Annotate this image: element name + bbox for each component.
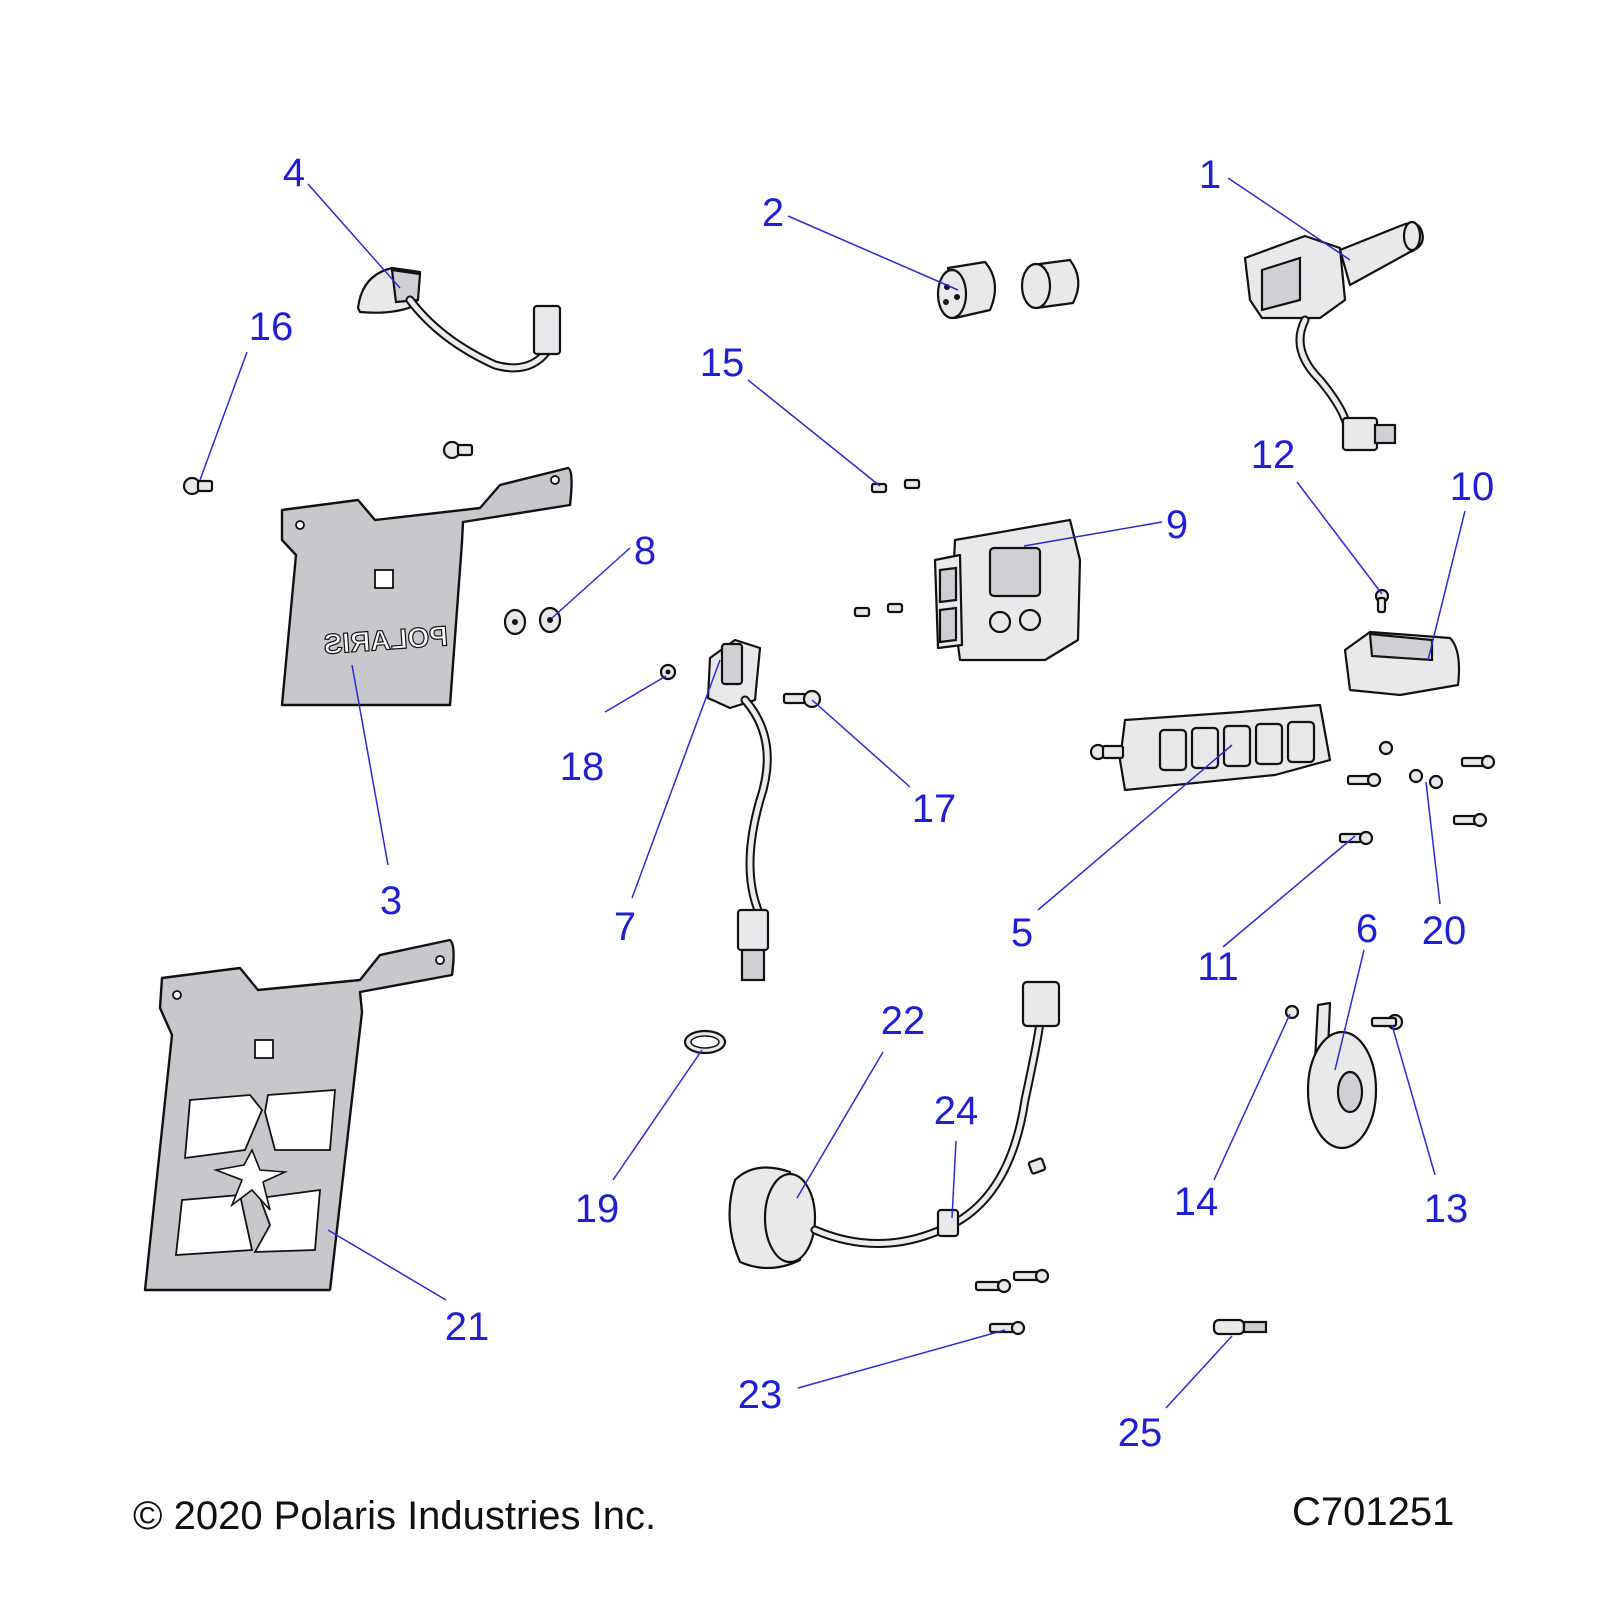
part-23-bolts <box>974 1268 1050 1336</box>
callout-4: 4 <box>283 151 305 195</box>
callout-19: 19 <box>575 1187 620 1231</box>
callout-16: 16 <box>249 305 294 349</box>
callout-14: 14 <box>1174 1180 1219 1224</box>
copyright-notice: © 2020 Polaris Industries Inc. <box>133 1494 657 1538</box>
part-16-bolt <box>182 440 474 496</box>
part-7-connector-harness <box>706 638 772 982</box>
part-8-bushings <box>503 606 562 636</box>
part-5-relay-block <box>1089 703 1332 792</box>
callout-24: 24 <box>934 1089 979 1133</box>
part-21-mount-plate <box>143 938 455 1292</box>
callout-9: 9 <box>1166 503 1188 547</box>
leader-lines <box>199 177 1466 1409</box>
callout-21: 21 <box>445 1305 490 1349</box>
callout-1: 1 <box>1199 153 1221 197</box>
callout-17: 17 <box>912 787 957 831</box>
callout-23: 23 <box>738 1373 783 1417</box>
part-6-horn <box>1306 1001 1378 1150</box>
callout-2: 2 <box>762 191 784 235</box>
part-17-bolt <box>782 689 822 709</box>
callout-8: 8 <box>634 529 656 573</box>
part-22-actuator-harness <box>728 980 1061 1270</box>
part-13-14-fasteners <box>1284 1004 1404 1031</box>
callout-13: 13 <box>1424 1187 1469 1231</box>
callout-20: 20 <box>1422 909 1467 953</box>
callout-6: 6 <box>1356 907 1378 951</box>
part-1-switch-assembly <box>1243 220 1424 452</box>
callout-11: 11 <box>1197 945 1239 989</box>
part-4-connector-harness <box>356 266 562 373</box>
part-3-plate-bracket: POLARIS <box>280 466 573 707</box>
drawing-code: C701251 <box>1292 1490 1455 1534</box>
part-10-cover <box>1343 630 1461 697</box>
callout-25: 25 <box>1118 1411 1163 1455</box>
part-18-nut <box>659 663 677 681</box>
callout-10: 10 <box>1450 465 1495 509</box>
callout-12: 12 <box>1251 433 1296 477</box>
part-12-screw <box>1374 588 1390 614</box>
callout-22: 22 <box>881 999 926 1043</box>
part-15-screws <box>853 478 921 618</box>
callout-labels: 1 2 3 4 5 6 7 8 9 10 11 12 13 14 15 16 1… <box>249 151 1495 1455</box>
callout-18: 18 <box>560 745 605 789</box>
part-19-clip <box>683 1029 727 1055</box>
part-25-sensor <box>1212 1318 1268 1336</box>
part-2-round-sockets <box>936 258 1080 320</box>
callout-7: 7 <box>614 905 636 949</box>
callout-15: 15 <box>700 341 745 385</box>
callout-5: 5 <box>1011 911 1033 955</box>
part-9-ecu-module <box>933 518 1082 662</box>
part-11-20-fasteners <box>1338 740 1496 846</box>
callout-3: 3 <box>380 879 402 923</box>
